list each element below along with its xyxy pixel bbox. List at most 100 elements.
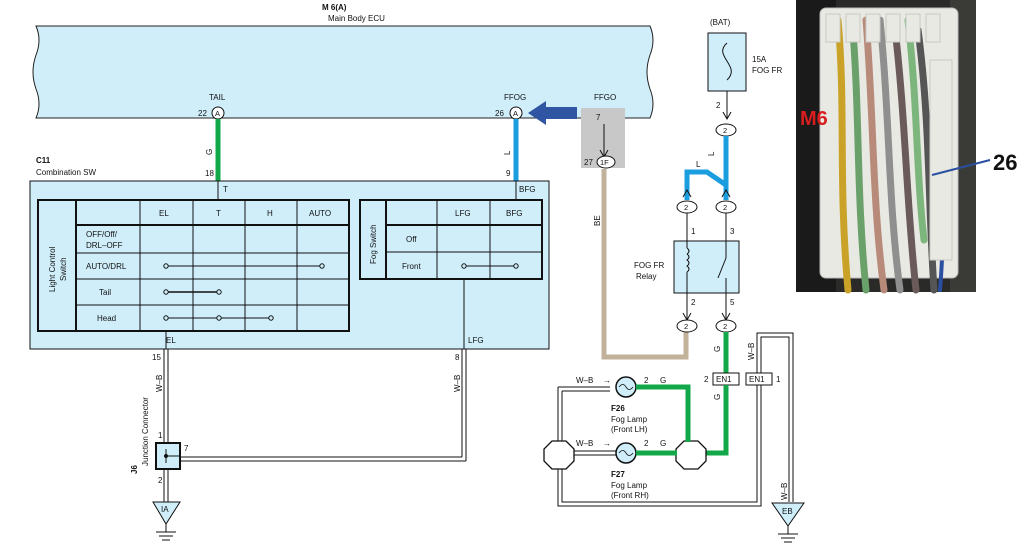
- connector-1f-number: 27: [584, 158, 593, 167]
- fog-switch-title: Fog Switch: [369, 224, 378, 264]
- lamp-lh-wb-label: W–B: [576, 376, 593, 385]
- j6-pin-7: 7: [184, 444, 189, 453]
- lamp-lh-code: F26: [611, 404, 625, 413]
- light-header-el: EL: [159, 209, 169, 218]
- relay-pin-3: 3: [730, 227, 735, 236]
- fog-header-lfg: LFG: [455, 209, 471, 218]
- fuse-icon: [722, 42, 732, 81]
- pin-ffog-number: 26: [495, 109, 504, 118]
- lamp-rh-name-2: (Front RH): [611, 491, 649, 500]
- connector-fuse-label: 2: [723, 126, 727, 135]
- light-switch-grid: [76, 200, 349, 331]
- lamp-lh-name-1: Fog Lamp: [611, 415, 648, 424]
- relay-pin-2: 2: [691, 298, 696, 307]
- wire-g-relay-label: G: [713, 346, 722, 352]
- relay-pin-5: 5: [730, 298, 735, 307]
- connector-relay-3-label: 2: [723, 203, 727, 212]
- lamp-rh-arrow: →: [603, 439, 611, 448]
- lamp-rh-code: F27: [611, 470, 625, 479]
- connector-relay-1-label: 2: [684, 203, 688, 212]
- wire-g-en1-label: G: [713, 394, 722, 400]
- light-row-off-2: DRL–OFF: [86, 241, 123, 250]
- ecu-code: M 6(A): [322, 3, 347, 12]
- en1-pin-2: 2: [704, 375, 709, 384]
- photo-pin-label: 26: [993, 150, 1017, 175]
- en1-label-a: EN1: [716, 375, 732, 384]
- relay-name-1: FOG FR: [634, 261, 664, 270]
- wire-l-relay-1: [684, 169, 728, 200]
- highlight-arrow-icon: [528, 101, 577, 125]
- fuse-supply: (BAT): [710, 18, 731, 27]
- ground-eb-label: EB: [782, 507, 793, 516]
- light-switch-title-1: Light Control: [48, 246, 57, 292]
- pin-lfg-name: LFG: [468, 336, 484, 345]
- ground-ia-label: IA: [161, 505, 169, 514]
- lamp-lh-name-2: (Front LH): [611, 425, 648, 434]
- en1-connector-b: [745, 372, 773, 386]
- wire-l-relay-label-2: L: [696, 160, 701, 169]
- j6-pin-2: 2: [158, 476, 163, 485]
- connector-1f: [596, 155, 616, 169]
- pin-tail-conn: A: [215, 109, 220, 118]
- wire-be: [601, 169, 689, 360]
- pin-t-number: 18: [205, 169, 214, 178]
- wire-l-label: L: [503, 150, 512, 155]
- relay-name-2: Relay: [636, 272, 656, 281]
- lamp-rh-wb-label: W–B: [576, 439, 593, 448]
- wire-g-label: G: [205, 149, 214, 155]
- fuse-pin: 2: [716, 101, 721, 110]
- j6-name: Junction Connector: [141, 397, 150, 466]
- j6-pin-1: 1: [158, 431, 163, 440]
- pin-tail-name: TAIL: [209, 93, 226, 102]
- light-header-h: H: [267, 209, 273, 218]
- pin-tail-number: 22: [198, 109, 207, 118]
- ground-eb-symbol: [778, 526, 798, 543]
- light-row-head: Head: [97, 314, 116, 323]
- ground-ia: [152, 501, 181, 525]
- pin-lfg-number: 8: [455, 353, 460, 362]
- fog-relay: [673, 240, 740, 294]
- en1-label-b: EN1: [749, 375, 765, 384]
- ground-eb: [771, 502, 805, 527]
- fog-switch-contacts: [461, 263, 519, 269]
- light-header-auto: AUTO: [309, 209, 331, 218]
- connector-relay-2: [676, 319, 698, 333]
- light-header-t: T: [216, 209, 221, 218]
- light-switch-contacts: [163, 263, 325, 321]
- connector-1f-label: 1F: [600, 158, 609, 167]
- ground-ia-symbol: [156, 524, 176, 541]
- fog-row-front: Front: [402, 262, 421, 271]
- lamp-lh-g-label: G: [660, 376, 666, 385]
- connector-relay-5-label: 2: [723, 322, 727, 331]
- relay-pin-1: 1: [691, 227, 696, 236]
- pin-ffog-conn: A: [513, 109, 518, 118]
- fuse-name: FOG FR: [752, 66, 782, 75]
- wire-g-lamp-lh: [636, 384, 691, 442]
- j6-code: J6: [130, 465, 139, 474]
- fog-switch-grid: [385, 200, 542, 279]
- wire-wb-left: [163, 349, 467, 502]
- fog-header-bfg: BFG: [506, 209, 522, 218]
- pin-t-name: T: [223, 185, 228, 194]
- lamp-lh-arrow: →: [603, 376, 611, 385]
- wire-g-splice: [702, 385, 729, 456]
- light-switch-title-2: Switch: [59, 257, 68, 281]
- light-row-off-1: OFF/Off/: [86, 230, 118, 239]
- pin-ffgo-name: FFGO: [594, 93, 616, 102]
- connector-photo: [796, 0, 991, 294]
- pin-bfg-name: BFG: [519, 185, 535, 194]
- fog-row-off: Off: [406, 235, 417, 244]
- connector-relay-2-label: 2: [684, 322, 688, 331]
- relay-coil-icon: [686, 247, 690, 273]
- lamp-rh-g-label: G: [660, 439, 666, 448]
- wire-l-relay-label: L: [707, 151, 716, 156]
- pin-ffgo-number: 7: [596, 113, 601, 122]
- wire-wb-label-el: W–B: [155, 375, 164, 392]
- pin-ffog-name: FFOG: [504, 93, 526, 102]
- photo-m6-label: M6: [800, 108, 828, 130]
- en1-pin-1: 1: [776, 375, 781, 384]
- splice-left: [543, 440, 575, 470]
- light-row-auto: AUTO/DRL: [86, 262, 127, 271]
- combo-sw-code: C11: [36, 156, 51, 165]
